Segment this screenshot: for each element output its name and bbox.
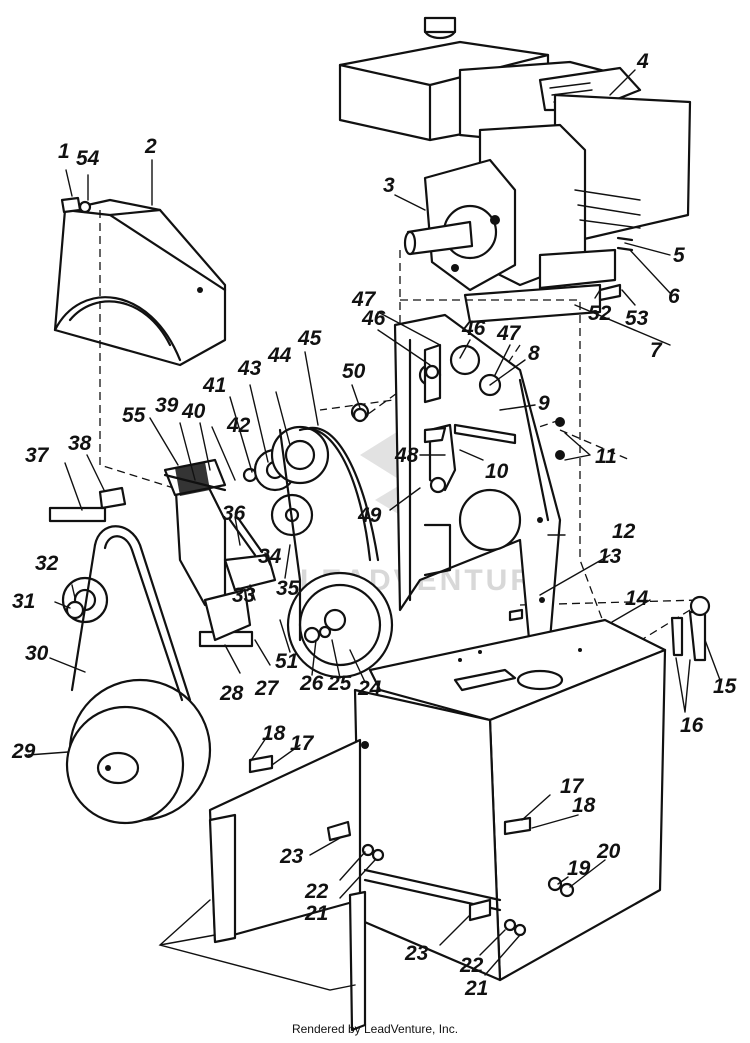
callout-8: 8 — [528, 342, 540, 365]
callout-41: 41 — [202, 374, 226, 397]
callout-18a: 18 — [262, 722, 286, 745]
callout-30: 30 — [25, 642, 49, 665]
callout-22a: 22 — [304, 880, 329, 903]
callout-37: 37 — [25, 444, 50, 467]
callout-22b: 22 — [459, 954, 484, 977]
callout-9: 9 — [538, 392, 550, 415]
callout-21a: 21 — [304, 902, 328, 925]
callout-50: 50 — [342, 360, 366, 383]
callout-14: 14 — [625, 587, 649, 610]
callout-38: 38 — [68, 432, 92, 455]
callout-46b: 46 — [461, 317, 486, 340]
callout-4: 4 — [636, 50, 649, 73]
control-lever — [423, 343, 517, 494]
callout-18b: 18 — [572, 794, 596, 817]
callout-23a: 23 — [279, 845, 304, 868]
callout-5: 5 — [673, 244, 685, 267]
callout-40: 40 — [181, 400, 206, 423]
callout-36: 36 — [222, 502, 246, 525]
callout-43: 43 — [237, 357, 262, 380]
callout-49: 49 — [357, 504, 382, 527]
callout-11a: 11 — [595, 445, 617, 468]
callout-45: 45 — [297, 327, 322, 350]
callout-27: 27 — [254, 677, 280, 700]
callout-32: 32 — [35, 552, 59, 575]
callout-33: 33 — [232, 584, 256, 607]
callout-52: 52 — [588, 302, 612, 325]
callout-3: 3 — [383, 174, 395, 197]
callout-6: 6 — [668, 285, 680, 308]
hardware — [48, 196, 711, 937]
callout-12: 12 — [612, 520, 636, 543]
callout-10: 10 — [485, 460, 509, 483]
callout-24: 24 — [357, 677, 382, 700]
callout-23b: 23 — [404, 942, 429, 965]
callout-53: 53 — [625, 307, 649, 330]
callout-26: 26 — [299, 672, 324, 695]
callout-25: 25 — [327, 672, 352, 695]
callout-44: 44 — [267, 344, 292, 367]
callout-17a: 17 — [290, 732, 315, 755]
callout-31: 31 — [12, 590, 35, 613]
callout-2: 2 — [144, 135, 157, 158]
callout-labels: 1 54 2 3 4 5 6 52 53 7 47 46 46 47 8 9 1… — [11, 50, 737, 1000]
callout-47b: 47 — [496, 322, 522, 345]
callout-46a: 46 — [361, 307, 386, 330]
belts — [70, 426, 380, 702]
callout-29: 29 — [11, 740, 36, 763]
credit-text: Rendered by LeadVenture, Inc. — [291, 1022, 459, 1036]
callout-17b: 17 — [560, 775, 585, 798]
callout-13: 13 — [598, 545, 622, 568]
callout-20: 20 — [596, 840, 621, 863]
callout-42: 42 — [226, 414, 251, 437]
callout-54: 54 — [76, 147, 100, 170]
callout-34: 34 — [258, 545, 282, 568]
callout-7: 7 — [650, 339, 663, 362]
engine — [338, 16, 692, 324]
callout-55: 55 — [122, 404, 146, 427]
leader-lines — [27, 69, 721, 991]
belt-cover — [53, 198, 227, 367]
callout-15: 15 — [713, 675, 737, 698]
callout-28: 28 — [219, 682, 244, 705]
callout-39: 39 — [155, 394, 179, 417]
callout-16: 16 — [680, 714, 704, 737]
pulleys — [61, 344, 502, 825]
callout-19: 19 — [567, 857, 591, 880]
callout-48: 48 — [394, 444, 419, 467]
callout-1: 1 — [58, 140, 70, 163]
callout-21b: 21 — [464, 977, 488, 1000]
callout-51: 51 — [275, 650, 298, 673]
callout-47a: 47 — [351, 288, 377, 311]
callout-35: 35 — [276, 577, 300, 600]
